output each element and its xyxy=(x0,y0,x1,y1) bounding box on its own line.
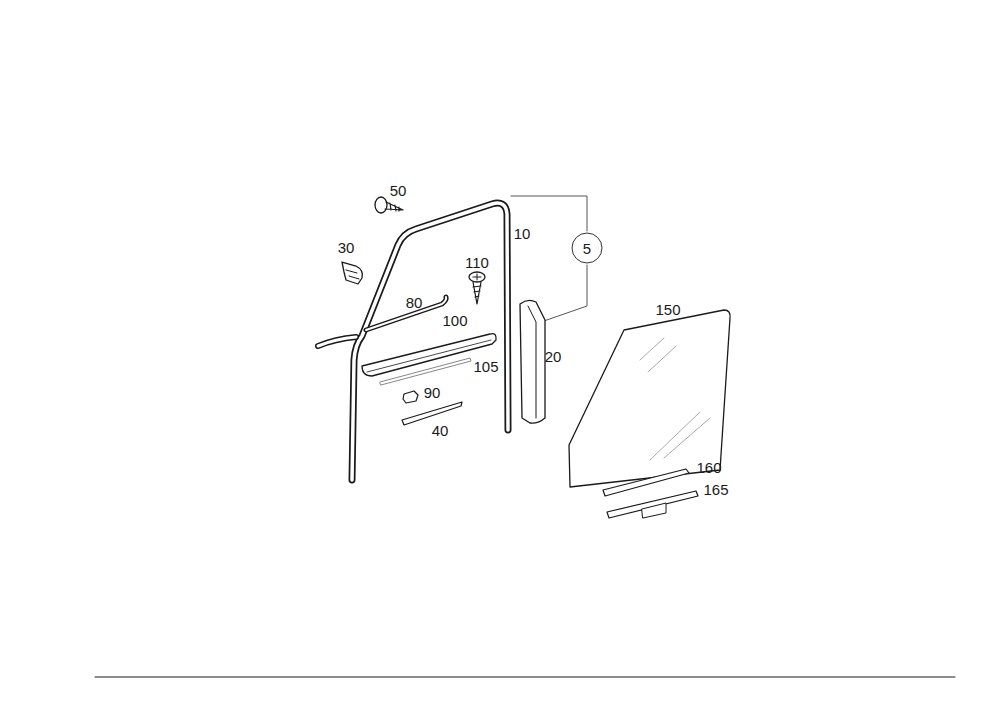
callout-number: 50 xyxy=(390,182,407,199)
callout-label: 10 xyxy=(514,225,531,243)
screw-head xyxy=(469,272,485,282)
callout-number: 105 xyxy=(473,358,498,375)
screw-shank xyxy=(473,282,481,304)
page-rule xyxy=(95,677,955,678)
callout-number: 110 xyxy=(465,254,489,271)
guide-channel xyxy=(520,300,545,423)
callout-label: 105 xyxy=(473,358,498,376)
thin-strip xyxy=(380,358,471,385)
retainer-clip-line xyxy=(346,270,359,279)
circle-shape xyxy=(572,233,602,263)
callout-number: 100 xyxy=(442,312,467,329)
clip xyxy=(403,391,418,403)
callout-number: 20 xyxy=(545,348,562,365)
reference-circle: 5 xyxy=(571,232,603,264)
window-trim-line xyxy=(367,340,491,372)
screw-cross xyxy=(473,274,481,280)
screw-shank xyxy=(385,202,403,211)
callout-number: 165 xyxy=(703,481,728,498)
leader-line xyxy=(541,265,587,322)
callout-label: 20 xyxy=(545,348,562,366)
callout-number: 40 xyxy=(432,422,449,439)
callout-number: 160 xyxy=(696,459,721,476)
cover-strip xyxy=(402,402,462,425)
callout-number: 150 xyxy=(655,301,680,318)
callout-label: 80 xyxy=(406,294,423,312)
seal-strip xyxy=(318,337,356,346)
glass-reflection xyxy=(640,338,710,460)
callout-number: 30 xyxy=(338,239,355,256)
callout-label: 100 xyxy=(442,312,467,330)
frame-seal-inner xyxy=(352,203,508,480)
glass-channel xyxy=(607,491,698,518)
callout-label: 110 xyxy=(465,254,489,272)
seal-strip-inner xyxy=(318,337,356,346)
retainer-clip xyxy=(342,262,362,284)
callout-label: 30 xyxy=(338,239,355,257)
channel-tab xyxy=(642,503,666,518)
screw-head xyxy=(375,197,387,213)
glass-strip xyxy=(603,469,689,496)
callout-label: 40 xyxy=(432,422,449,440)
callout-number: 10 xyxy=(514,225,531,242)
callout-label: 150 xyxy=(655,301,680,319)
callout-number: 80 xyxy=(406,294,423,311)
frame-seal xyxy=(352,203,508,480)
callout-label: 160 xyxy=(696,459,721,477)
callout-label: 165 xyxy=(703,481,728,499)
window-glass xyxy=(569,310,730,487)
reference-number: 5 xyxy=(583,241,591,256)
callout-number: 90 xyxy=(424,384,441,401)
callout-label: 50 xyxy=(390,182,407,200)
guide-channel-line xyxy=(528,306,536,418)
callout-label: 90 xyxy=(424,384,441,402)
